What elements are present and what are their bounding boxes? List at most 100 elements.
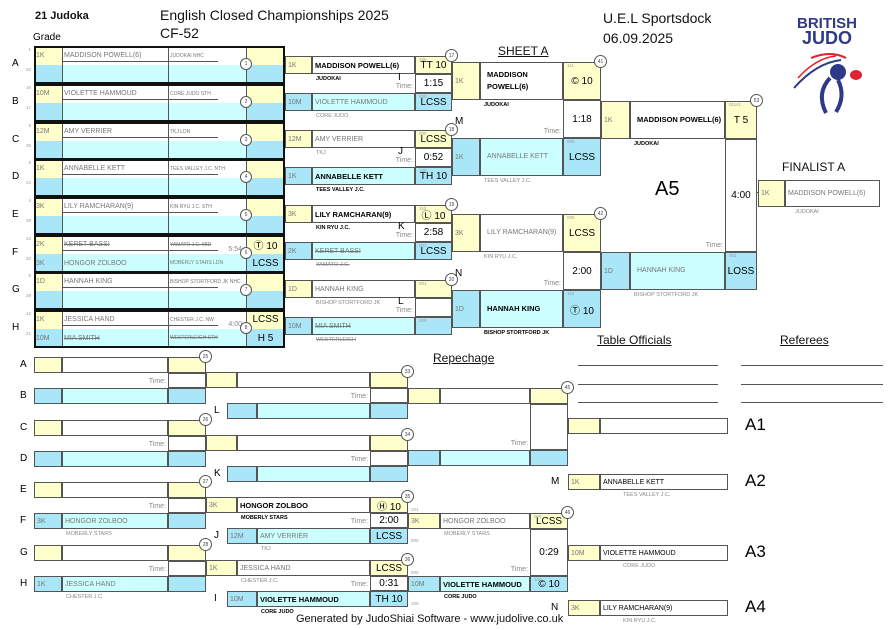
competitor-name[interactable] [62, 103, 168, 121]
club-name: CORE JUDO [316, 113, 349, 119]
score-cell: LCSS [415, 130, 452, 148]
grade-cell: 2K [34, 235, 62, 254]
grade-cell: 1D [285, 280, 312, 298]
competitor-name[interactable]: HONGOR ZOLBOO [62, 254, 168, 272]
score-cell: LCSS [563, 138, 601, 176]
match-label: M [455, 116, 464, 127]
divider [62, 310, 63, 347]
competitor-name[interactable] [62, 357, 168, 373]
grade-cell: 10M [285, 317, 312, 335]
time-label: Time: [148, 441, 166, 448]
judoka-count: 21 Judoka [35, 10, 89, 22]
competitor-name[interactable]: AMY VERRIER [312, 130, 415, 148]
competitor-name[interactable]: VIOLETTE HAMMOUD [440, 576, 530, 592]
club-name: TKJ [261, 546, 271, 552]
score-code: 111 [567, 63, 574, 68]
competitor-name[interactable]: ANNABELLE KETT [312, 167, 415, 185]
club-name: BISHOP STORTFORD JK [484, 330, 550, 336]
competitor-name[interactable] [440, 388, 530, 404]
divider [62, 235, 63, 272]
competitor-name[interactable] [62, 451, 168, 467]
competitor-name[interactable]: ANNABELLE KETT [480, 138, 563, 176]
competitor-name[interactable]: VIOLETTE HAMMOUD [257, 591, 370, 607]
competitor-name[interactable]: AMY VERRIER [62, 122, 168, 141]
placement-label: A3 [745, 542, 766, 561]
seed-number: 32 [25, 67, 31, 72]
competitor-name[interactable] [600, 418, 728, 434]
score-code: 110 [567, 291, 575, 296]
pool-letter: B [12, 96, 19, 107]
competitor-name[interactable] [62, 545, 168, 561]
competitor-name[interactable]: ANNABELLE KETT [62, 159, 168, 178]
competitor-name[interactable]: AMY VERRIER [257, 528, 370, 544]
competitor-name[interactable]: LILY RAMCHARAN(9) [600, 600, 728, 616]
competitor-name[interactable] [62, 388, 168, 404]
match-number-badge: 7 [240, 284, 252, 296]
competitor-name[interactable]: HANNAH KING [312, 280, 415, 298]
competitor-name[interactable]: HONGOR ZOLBOO [62, 513, 168, 529]
competitor-name[interactable]: KERET BASSI [62, 235, 168, 254]
competitor-name[interactable]: HANNAH KING [630, 252, 725, 290]
competitor-name[interactable] [62, 482, 168, 498]
match-number-badge: 17 [445, 49, 458, 62]
grade-cell: 3K [206, 497, 237, 513]
competitor-name[interactable] [62, 178, 168, 196]
competitor-name[interactable]: VIOLETTE HAMMOUD [600, 545, 728, 561]
competitor-name[interactable] [257, 403, 370, 419]
grade-cell [227, 403, 257, 419]
club-name: CHESTER J.C. [241, 578, 279, 584]
repechage-title: Repechage [433, 351, 495, 365]
competitor-name[interactable]: LILY RAMCHARAN(9) [480, 214, 563, 252]
competitor-name[interactable]: KERET BASSI [312, 242, 415, 260]
competitor-name[interactable]: VIOLETTE HAMMOUD [312, 93, 415, 111]
seed-number: 1 [28, 47, 31, 52]
competitor-name[interactable]: MADDISON POWELL(6) [480, 62, 563, 100]
score-cell [246, 197, 285, 216]
divider [168, 159, 169, 196]
competitor-name[interactable]: LILY RAMCHARAN(9) [312, 205, 415, 223]
grade-cell: 3K [408, 513, 440, 529]
competitor-name[interactable] [257, 466, 370, 482]
match-time [530, 404, 568, 450]
name-underline [62, 325, 218, 326]
competitor-name[interactable] [62, 216, 168, 234]
match-number-badge: 41 [594, 55, 607, 68]
competitor-name[interactable]: LILY RAMCHARAN(9) [62, 197, 168, 216]
pool-letter: F [12, 247, 19, 258]
competitor-name[interactable]: MIA SMITH [62, 329, 168, 347]
competitor-name[interactable]: VIOLETTE HAMMOUD [62, 84, 168, 103]
competitor-name[interactable] [440, 450, 530, 466]
competitor-name[interactable] [237, 435, 370, 451]
score-cell [530, 388, 568, 404]
match-number-badge: 25 [199, 350, 212, 363]
score-cell: T 5 [725, 101, 757, 139]
club-name: CORE JUDO [623, 563, 656, 569]
grade-cell [34, 291, 62, 309]
competitor-name[interactable]: MADDISON POWELL(6) [312, 56, 415, 74]
competitor-name[interactable]: ANNABELLE KETT [600, 474, 728, 490]
competitor-name[interactable]: MADDISON POWELL(6) [62, 46, 168, 65]
competitor-name[interactable] [62, 65, 168, 83]
score-code: 100 [534, 577, 542, 582]
competitor-name[interactable] [62, 141, 168, 159]
club-name: JUDOKAI [484, 102, 509, 108]
time-label: Time: [350, 518, 368, 525]
competitor-name[interactable] [62, 420, 168, 436]
competitor-name[interactable]: HANNAH KING [62, 272, 168, 291]
divider [168, 310, 169, 347]
competitor-name[interactable]: MIA SMITH [312, 317, 415, 335]
competitor-name[interactable]: JESSICA HAND [62, 576, 168, 592]
competitor-name[interactable]: JESSICA HAND [237, 560, 370, 576]
finalist-label: FINALIST A [782, 160, 846, 174]
competitor-name[interactable]: JESSICA HAND [62, 310, 168, 329]
competitor-name[interactable]: HANNAH KING [480, 290, 563, 328]
score-cell [246, 84, 285, 103]
signature-line [741, 365, 883, 366]
match-number-badge: 3 [240, 134, 252, 146]
competitor-name[interactable]: MADDISON POWELL(6) [630, 101, 725, 139]
competitor-name[interactable]: HONGOR ZOLBOO [440, 513, 530, 529]
finalist-name[interactable]: MADDISON POWELL(6) [785, 180, 880, 207]
competitor-name[interactable] [237, 372, 370, 388]
competitor-name[interactable]: HONGOR ZOLBOO [237, 497, 370, 513]
competitor-name[interactable] [62, 291, 168, 309]
